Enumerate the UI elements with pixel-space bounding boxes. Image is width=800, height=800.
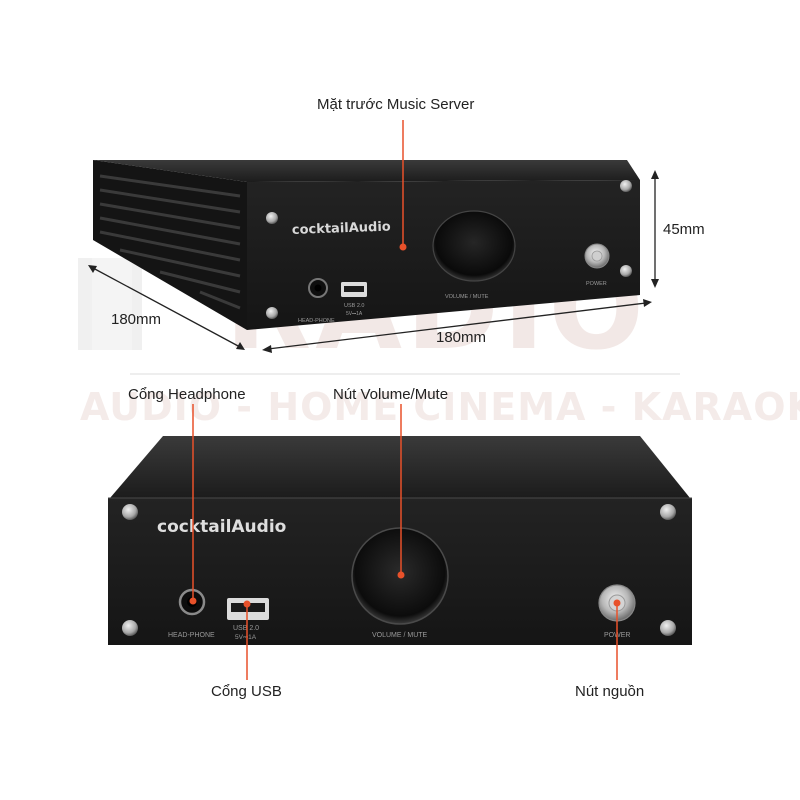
brand-logo: cocktailAudio (292, 220, 391, 238)
device-perspective-view: cocktailAudio HEAD-PHONE USB 2.0 5V⎓1A V… (93, 120, 640, 330)
usb-port-sublabel: 5V⎓1A (235, 634, 257, 641)
device-top-surface (110, 436, 690, 498)
screw-icon (620, 180, 632, 192)
callout-dot (397, 571, 405, 579)
screw-icon (620, 265, 632, 277)
headphone-port-label: HEAD-PHONE (298, 318, 335, 324)
volume-knob-label: VOLUME / MUTE (372, 632, 428, 639)
dimension-height: 45mm (663, 221, 705, 238)
screw-icon (266, 212, 278, 224)
screw-icon (266, 307, 278, 319)
usb-port-slot (344, 286, 364, 292)
watermark-tagline: AUDIO - HOME CINEMA - KARAOKE (80, 385, 800, 429)
callout-headphone-port: Cổng Headphone (128, 386, 246, 403)
arrow-up-icon (651, 170, 659, 179)
arrow-down-icon (651, 279, 659, 288)
brand-logo: cocktailAudio (157, 517, 286, 537)
callout-dot (189, 597, 197, 605)
screw-icon (660, 620, 676, 636)
arrow-icon (236, 342, 245, 350)
usb-port-label: USB 2.0 (233, 625, 259, 632)
screw-icon (122, 620, 138, 636)
screw-icon (660, 504, 676, 520)
dimension-depth: 180mm (111, 311, 162, 328)
usb-port-slot (231, 603, 265, 612)
device-top-surface (93, 160, 640, 182)
depth-dimension-line (92, 267, 241, 348)
callout-markers (189, 404, 621, 680)
power-button-label: POWER (586, 281, 607, 287)
side-vents (99, 174, 241, 310)
callout-volume-knob: Nút Volume/Mute (333, 386, 449, 403)
callout-dot (613, 599, 621, 607)
power-button-center (591, 250, 603, 262)
callout-dot (243, 600, 251, 608)
usb-port-label: USB 2.0 (344, 303, 364, 309)
volume-knob-icon (432, 210, 516, 282)
headphone-port-label: HEAD-PHONE (168, 632, 215, 639)
volume-knob-label: VOLUME / MUTE (445, 294, 489, 300)
arrow-icon (262, 345, 272, 353)
device-front-view: cocktailAudio HEAD-PHONE USB 2.0 5V⎓1A V… (108, 436, 692, 645)
arrow-icon (88, 265, 97, 273)
callout-front-panel: Mặt trước Music Server (317, 96, 475, 113)
screw-icon (122, 504, 138, 520)
width-dimension-line (267, 302, 647, 350)
callout-power-button: Nút nguồn (575, 683, 645, 700)
watermark-block (92, 258, 132, 350)
headphone-jack-hole (314, 284, 322, 292)
usb-port-sublabel: 5V⎓1A (346, 311, 363, 317)
callout-usb-port: Cổng USB (211, 683, 282, 700)
arrow-icon (643, 299, 652, 307)
dimension-lines (88, 170, 659, 353)
callout-dot (399, 243, 407, 251)
dimension-width: 180mm (436, 329, 487, 346)
